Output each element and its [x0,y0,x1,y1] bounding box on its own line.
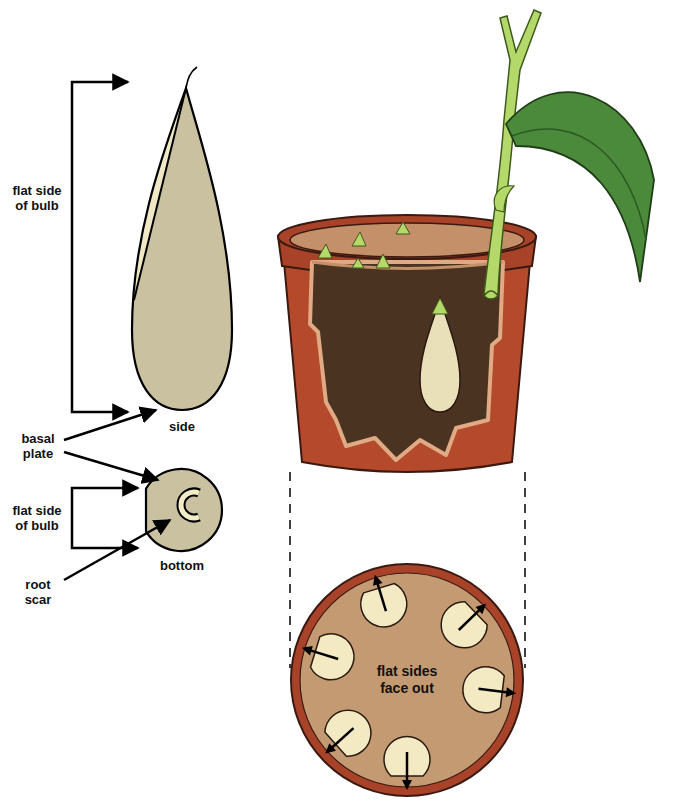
plant [484,10,654,299]
bulb-bottom-view [146,469,222,551]
bulb-side-view [100,60,232,410]
part-label: flat side of bulb [6,183,68,213]
part-label: flat side of bulb [6,503,68,533]
pot-top-view: flat sides face out [287,560,527,800]
part-label: root scar [16,577,60,607]
node-text: flat sides face out [365,663,449,697]
leader-lines [64,82,170,580]
part-label: bottom [152,558,212,573]
part-label: basal plate [15,431,61,461]
bulb-ring [295,568,519,790]
part-label: side [157,419,207,434]
